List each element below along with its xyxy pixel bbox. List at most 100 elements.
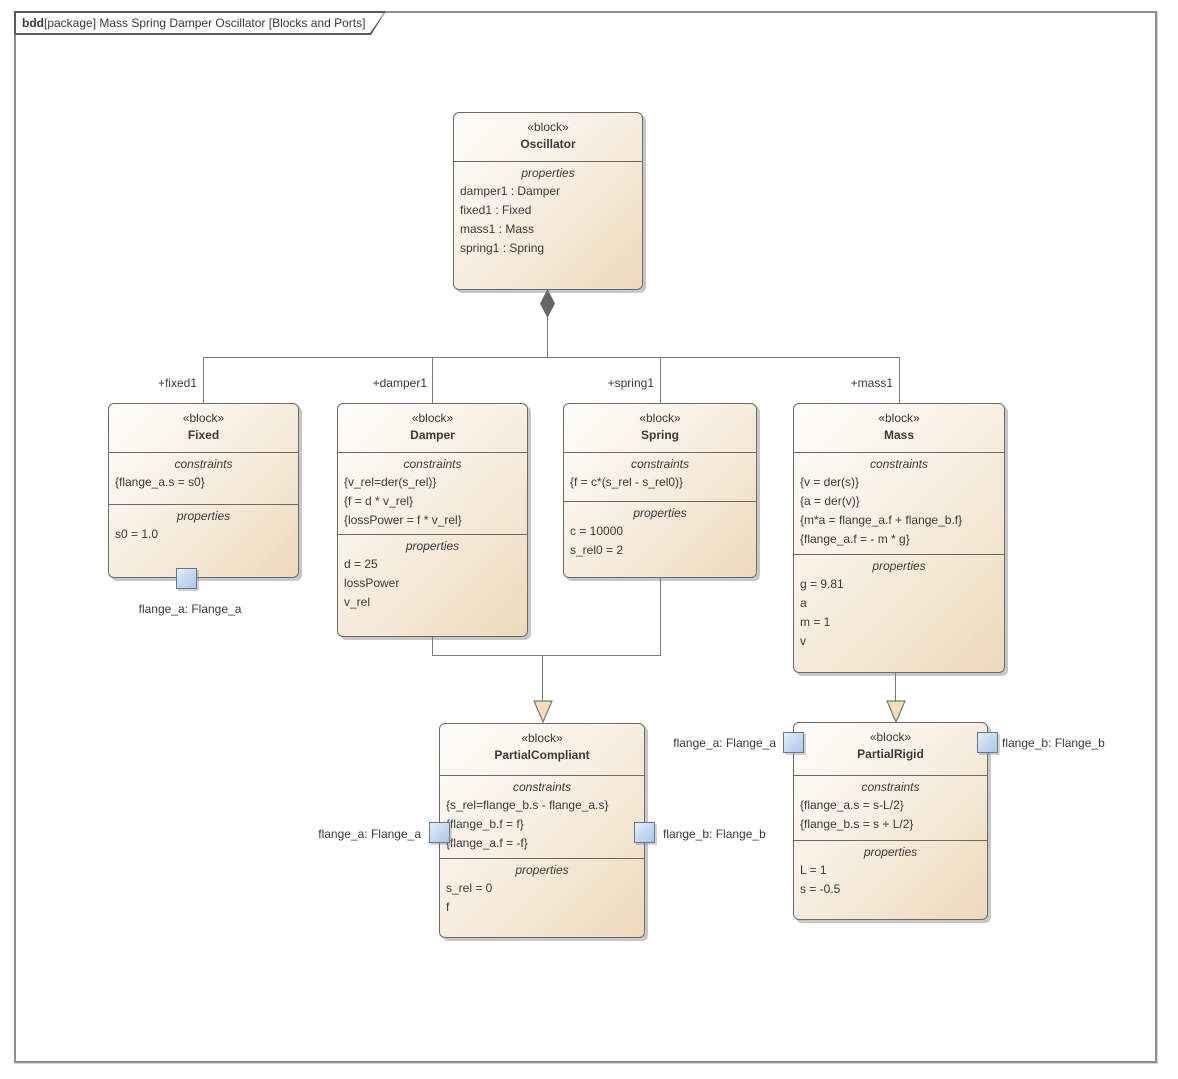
constraints-compartment: constraints {s_rel=flange_b.s - flange_a… (440, 775, 644, 858)
generalization-line-damper[interactable] (432, 637, 433, 656)
port-flange-a-on-partialcompliant[interactable] (429, 822, 450, 843)
block-fixed[interactable]: «block» Fixed constraints {flange_a.s = … (108, 403, 299, 578)
composition-connector-drop-fixed[interactable] (203, 357, 204, 403)
port-label-flange-b-partialrigid: flange_b: Flange_b (1002, 736, 1105, 750)
block-feature-line: {v_rel=der(s_rel)} (344, 475, 437, 489)
block-header: «block» Fixed (109, 404, 298, 452)
block-feature-line: g = 9.81 (800, 577, 844, 591)
role-label-damper1: +damper1 (372, 376, 427, 390)
constraints-compartment: constraints {flange_a.s = s0} (109, 452, 298, 504)
block-feature-line: {flange_b.f = f} (446, 817, 524, 831)
block-feature-line: {f = c*(s_rel - s_rel0)} (570, 475, 684, 489)
compartment-label: constraints (630, 457, 690, 471)
block-name: PartialCompliant (494, 748, 590, 762)
block-feature-line: v_rel (344, 595, 371, 609)
composition-diamond-icon (540, 289, 555, 318)
compartment-label: constraints (861, 780, 920, 794)
block-feature-line: {lossPower = f * v_rel} (344, 513, 462, 527)
block-feature-line: v (800, 634, 806, 648)
block-feature-line: {flange_a.f = - m * g} (800, 532, 910, 546)
block-mass[interactable]: «block» Mass constraints {v = der(s)}{a … (793, 403, 1005, 673)
block-feature-line: {flange_a.f = -f} (446, 836, 528, 850)
property-list: damper1 : Damper fixed1 : Fixed mass1 : Ma… (460, 182, 636, 258)
block-feature-line: mass1 : Mass (460, 222, 535, 236)
port-label-flange-b-partialcompliant: flange_b: Flange_b (663, 827, 766, 841)
generalization-line-to-partialcompliant[interactable] (542, 655, 543, 702)
block-header: «block» PartialRigid (794, 723, 987, 775)
composition-connector-drop-spring[interactable] (660, 357, 661, 403)
block-feature-line: a (800, 596, 807, 610)
block-feature-line: {flange_a.s = s0} (115, 475, 205, 489)
block-feature-line: {v = der(s)} (800, 475, 860, 489)
role-label-mass1: +mass1 (850, 376, 893, 390)
compartment-label: properties (872, 559, 926, 573)
constraints-compartment: constraints {f = c*(s_rel - s_rel0)} (564, 452, 756, 501)
generalization-line-join[interactable] (432, 655, 661, 656)
role-label-spring1: +spring1 (607, 376, 654, 390)
port-flange-a-on-fixed[interactable] (176, 568, 197, 589)
composition-connector-stem[interactable] (547, 290, 548, 357)
block-header: «block» Spring (564, 404, 756, 452)
generalization-arrowhead-icon (533, 700, 553, 723)
diagram-title: bdd[package] Mass Spring Damper Oscillat… (16, 13, 384, 33)
compartment-label: constraints (512, 780, 572, 794)
property-list: g = 9.81 a m = 1 v (800, 575, 998, 651)
block-spring[interactable]: «block» Spring constraints {f = c*(s_rel… (563, 403, 757, 578)
block-name: Mass (883, 428, 915, 442)
block-feature-line: s_rel0 = 2 (570, 543, 624, 557)
diagram-frame-tab: bdd[package] Mass Spring Damper Oscillat… (14, 11, 386, 35)
block-oscillator[interactable]: «block» Oscillator properties damper1 : … (453, 112, 643, 290)
block-feature-line: {s_rel=flange_b.s - flange_a.s} (446, 798, 609, 812)
block-feature-line: s0 = 1.0 (115, 527, 159, 541)
block-partialrigid[interactable]: «block» PartialRigid constraints {flange… (793, 722, 988, 920)
block-header: «block» Damper (338, 404, 527, 452)
property-list: L = 1 s = -0.5 (800, 861, 981, 899)
diagram-kind-label: bdd (22, 16, 44, 30)
generalization-arrowhead-icon (886, 700, 906, 723)
block-feature-line: {flange_a.s = s-L/2} (800, 798, 904, 812)
stereotype-label: «block» (182, 411, 225, 425)
block-name: Oscillator (520, 137, 576, 151)
block-feature-line: spring1 : Spring (460, 241, 545, 255)
block-partialcompliant[interactable]: «block» PartialCompliant constraints {s_… (439, 723, 645, 938)
stereotype-label: «block» (527, 120, 569, 134)
block-feature-line: L = 1 (800, 863, 827, 877)
composition-connector-drop-damper[interactable] (432, 357, 433, 403)
port-label-flange-a-partialcompliant: flange_a: Flange_a (318, 827, 421, 841)
block-feature-line: damper1 : Damper (460, 184, 561, 198)
block-damper[interactable]: «block» Damper constraints {v_rel=der(s_… (337, 403, 528, 637)
block-feature-line: m = 1 (800, 615, 831, 629)
port-flange-b-on-partialcompliant[interactable] (634, 822, 655, 843)
generalization-line-spring[interactable] (660, 578, 661, 656)
constraint-list: {v = der(s)}{a = der(v)}{m*a = flange_a.… (800, 473, 998, 549)
compartment-label: constraints (174, 457, 233, 471)
role-label-fixed1: +fixed1 (157, 376, 197, 390)
compartment-label: constraints (403, 457, 462, 471)
constraint-list: {v_rel=der(s_rel)}{f = d * v_rel}{lossPo… (344, 473, 521, 530)
block-feature-line: f (446, 900, 450, 914)
block-feature-line: lossPower (344, 576, 400, 590)
properties-compartment: properties s0 = 1.0 (109, 504, 298, 577)
compartment-label: properties (405, 539, 460, 553)
stereotype-label: «block» (878, 411, 920, 425)
block-feature-line: {m*a = flange_a.f + flange_b.f} (800, 513, 963, 527)
properties-compartment: properties L = 1 s = -0.5 (794, 840, 987, 919)
stereotype-label: «block» (521, 731, 563, 745)
block-feature-line: s_rel = 0 (446, 881, 493, 895)
composition-connector-bus[interactable] (203, 357, 900, 358)
constraint-list: {f = c*(s_rel - s_rel0)} (570, 473, 750, 492)
composition-connector-drop-mass[interactable] (899, 357, 900, 403)
block-feature-line: s = -0.5 (800, 882, 841, 896)
block-header: «block» PartialCompliant (440, 724, 644, 775)
property-list: s0 = 1.0 (115, 525, 292, 544)
port-flange-b-on-partialrigid[interactable] (977, 732, 998, 753)
generalization-line-mass[interactable] (895, 673, 896, 702)
compartment-label: properties (863, 845, 918, 859)
block-feature-line: {flange_b.s = s + L/2} (800, 817, 914, 831)
block-feature-line: fixed1 : Fixed (460, 203, 532, 217)
property-list: s_rel = 0 f (446, 879, 638, 917)
port-flange-a-on-partialrigid[interactable] (783, 732, 804, 753)
